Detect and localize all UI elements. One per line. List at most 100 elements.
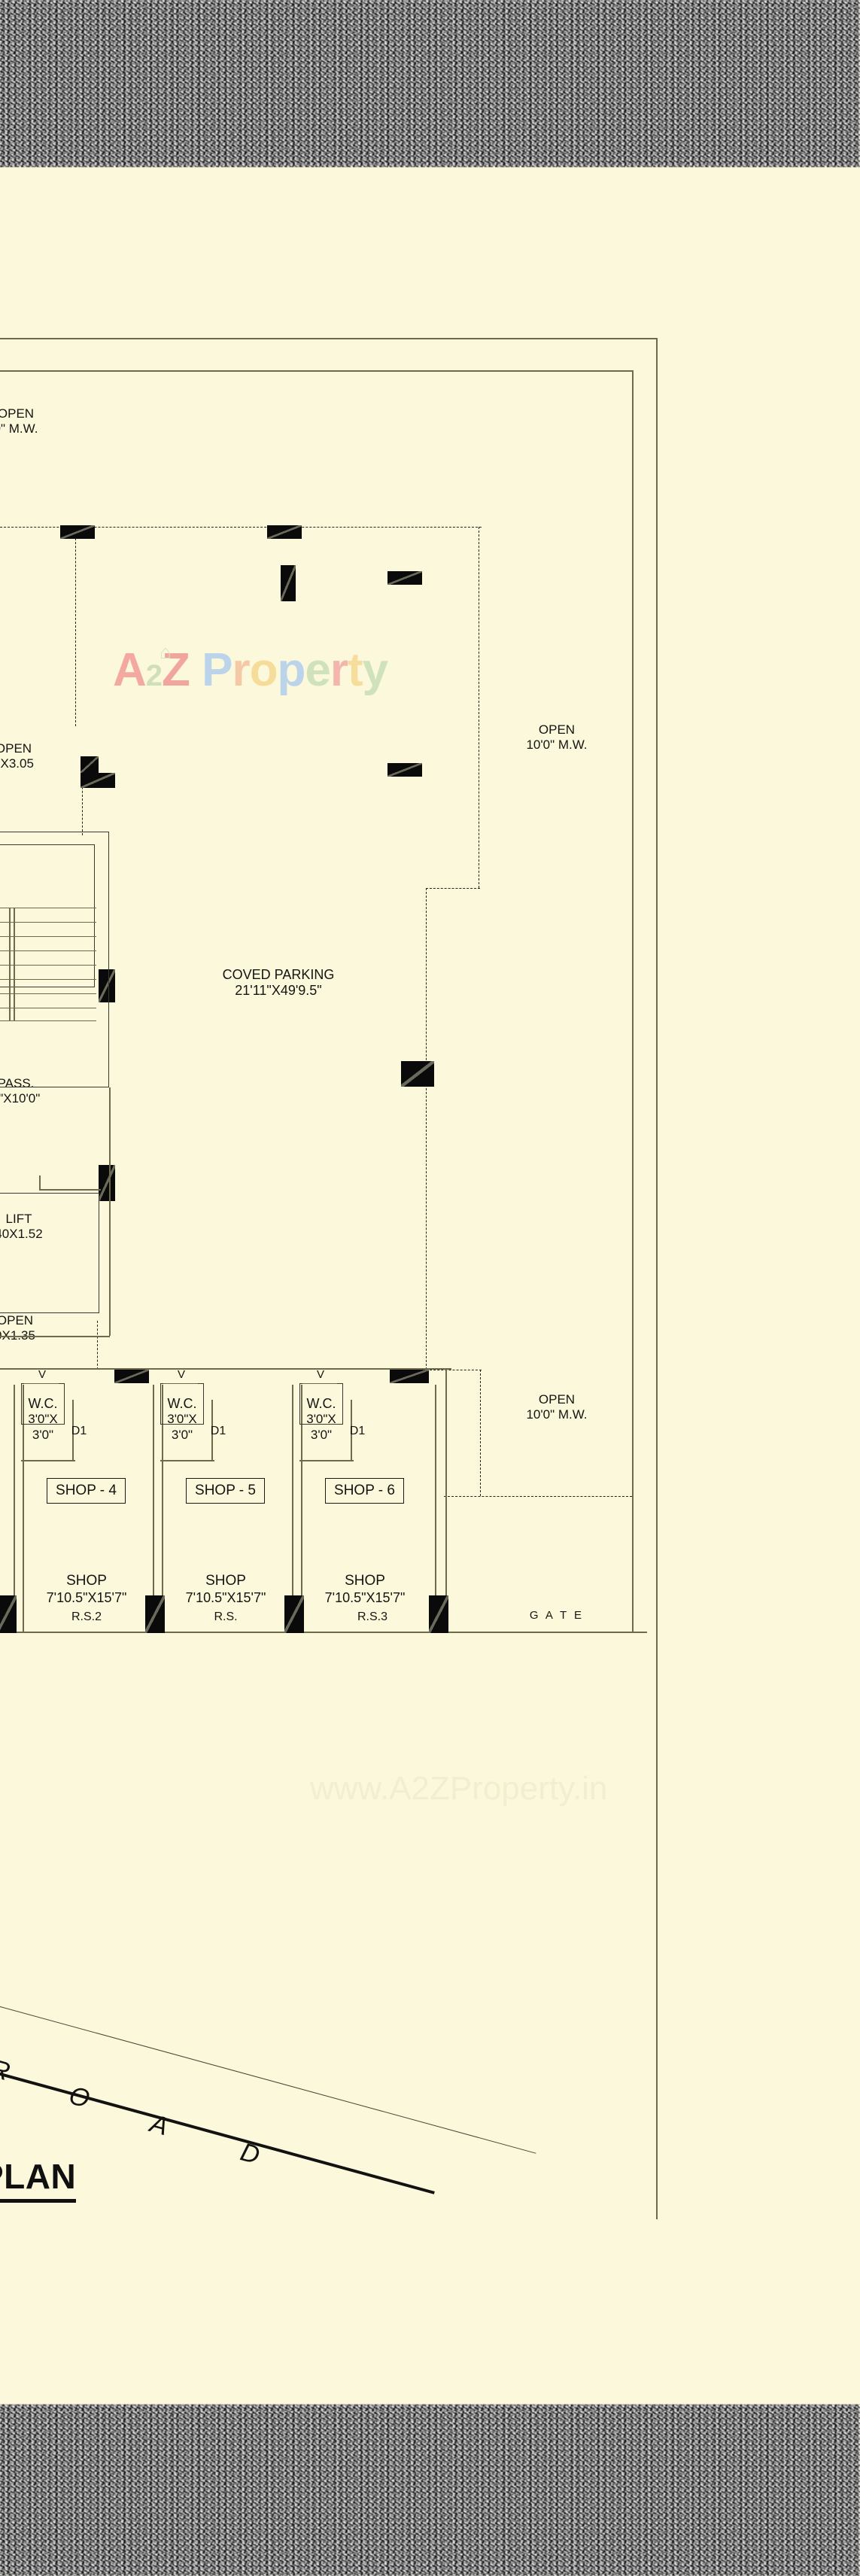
- shoprow-wall-top: [0, 1368, 451, 1370]
- top-texture-band: [0, 0, 860, 167]
- wc-dims-line2: 3'0": [32, 1428, 54, 1442]
- lift-outer-wall-right: [109, 1087, 111, 1336]
- label-coved-parking: COVED PARKING 21'11"X49'9.5": [222, 967, 335, 999]
- stair-tread: [0, 979, 96, 980]
- wc-threshold: [21, 1460, 75, 1461]
- wc-dims-line2: 3'0": [310, 1428, 333, 1442]
- shop-partition-left-b: [301, 1385, 302, 1632]
- label-open-left-mid: OPEN 0X3.05: [0, 741, 34, 771]
- column-mid-1: [387, 571, 422, 585]
- plot-boundary-right-outer: [656, 338, 658, 2219]
- road-letter: D: [237, 2137, 263, 2170]
- vent-sill: [302, 1383, 337, 1385]
- label-open-lower-left: OPEN 0X1.35: [0, 1313, 35, 1343]
- column-left-4: [99, 1165, 115, 1201]
- wc-dims-line1: 3'0"X: [28, 1412, 58, 1426]
- vent-tag: V: [316, 1368, 324, 1381]
- wc-door-jamb: [211, 1400, 213, 1460]
- logo-letter: y: [362, 644, 388, 696]
- lift-outer-wall-bottom: [0, 1336, 110, 1337]
- plot-boundary-right-inner: [632, 370, 634, 1632]
- shoprow-wall-bottom: [0, 1632, 647, 1634]
- wc-door-jamb: [351, 1400, 352, 1460]
- vent-sill: [24, 1383, 59, 1385]
- setback-line-jog-upper: [426, 888, 480, 889]
- column-shoprow-2: [390, 1370, 429, 1383]
- setback-line-left-upper: [75, 527, 76, 726]
- wc-label: W.C.: [167, 1396, 197, 1411]
- logo-letter: A: [113, 644, 147, 696]
- stair-tread: [0, 1020, 96, 1021]
- column-top-1: [60, 525, 95, 539]
- logo-letter: 2: [145, 659, 163, 692]
- shutter-column: [429, 1595, 448, 1633]
- shop-partition-left-b: [23, 1385, 24, 1632]
- shop-room-label: SHOP: [66, 1573, 107, 1589]
- shop-room-dims: 7'10.5"X15'7": [324, 1590, 406, 1605]
- shop-tag: SHOP - 6: [325, 1478, 404, 1504]
- vent-tag: V: [177, 1368, 185, 1381]
- bottom-texture-band: [0, 2404, 860, 2576]
- shop-partition-left: [292, 1385, 293, 1632]
- stair-tread: [0, 950, 96, 951]
- wc-door-jamb: [72, 1400, 74, 1460]
- shoprow-wall-right-inner: [435, 1385, 436, 1632]
- wc-threshold: [160, 1460, 214, 1461]
- column-left-1: [81, 756, 99, 773]
- wc-threshold: [299, 1460, 354, 1461]
- column-shoprow-1: [114, 1370, 149, 1383]
- setback-line-left-lower: [82, 768, 83, 835]
- shop-room-dims: 7'10.5"X15'7": [46, 1590, 127, 1605]
- wc-dims-line2: 3'0": [171, 1428, 193, 1442]
- stair-tread: [0, 993, 96, 994]
- plot-boundary-top-inner: [0, 370, 634, 372]
- lift-shaft: [0, 1193, 99, 1313]
- logo-letter: o: [249, 644, 278, 696]
- door-tag: D1: [71, 1425, 87, 1437]
- wc-label: W.C.: [306, 1396, 336, 1411]
- column-top-2: [267, 525, 302, 539]
- shop-room-dims: 7'10.5"X15'7": [185, 1590, 266, 1605]
- wc-label: W.C.: [28, 1396, 58, 1411]
- shutter-column: [145, 1595, 165, 1633]
- logo-letter: P: [202, 644, 232, 696]
- a2z-logo-watermark: ⌂A2Z Property: [113, 640, 388, 697]
- setback-line-top: [0, 527, 482, 528]
- shutter-column: [0, 1595, 17, 1633]
- logo-letter: r: [232, 644, 251, 696]
- stair-enclosure: [0, 832, 109, 1087]
- road-letter: R: [0, 2054, 14, 2087]
- shop-tag: SHOP - 5: [186, 1478, 265, 1504]
- page-title: PLAN: [0, 2156, 77, 2203]
- column-left-3: [99, 969, 115, 1002]
- shop-room-label: SHOP: [205, 1573, 246, 1589]
- shutter-column: [284, 1595, 304, 1633]
- stair-handrail-b: [14, 908, 15, 1020]
- lift-lobby-wall-side: [39, 1175, 41, 1191]
- shop-room-label: SHOP: [345, 1573, 385, 1589]
- wc-dims-line1: 3'0"X: [167, 1412, 197, 1426]
- column-left-2: [81, 773, 115, 788]
- column-right-1: [281, 565, 296, 601]
- plot-boundary-top-outer: [0, 338, 658, 340]
- logo-letter: r: [330, 644, 348, 696]
- rolling-shutter-tag: R.S.2: [71, 1610, 102, 1623]
- logo-letter: t: [348, 644, 363, 696]
- label-gate: G A T E: [529, 1609, 585, 1622]
- logo-letter: p: [277, 644, 306, 696]
- label-open-right-upper: OPEN 10'0" M.W.: [526, 722, 588, 753]
- vent-sill: [163, 1383, 198, 1385]
- setback-line-bottom: [444, 1496, 632, 1497]
- label-lift: LIFT 40X1.52: [0, 1212, 43, 1242]
- stair-handrail-a: [9, 908, 11, 1020]
- label-open-right-lower: OPEN 10'0" M.W.: [526, 1392, 588, 1422]
- label-open-top: OPEN 0" M.W.: [0, 406, 38, 436]
- stair-tread: [0, 922, 96, 923]
- road-letter: O: [65, 2081, 93, 2114]
- setback-line-right-lower: [480, 1370, 481, 1496]
- vent-tag: V: [38, 1368, 46, 1381]
- lift-lobby-wall-top: [39, 1189, 101, 1191]
- door-tag: D1: [349, 1425, 366, 1437]
- shop-partition-left: [14, 1385, 15, 1632]
